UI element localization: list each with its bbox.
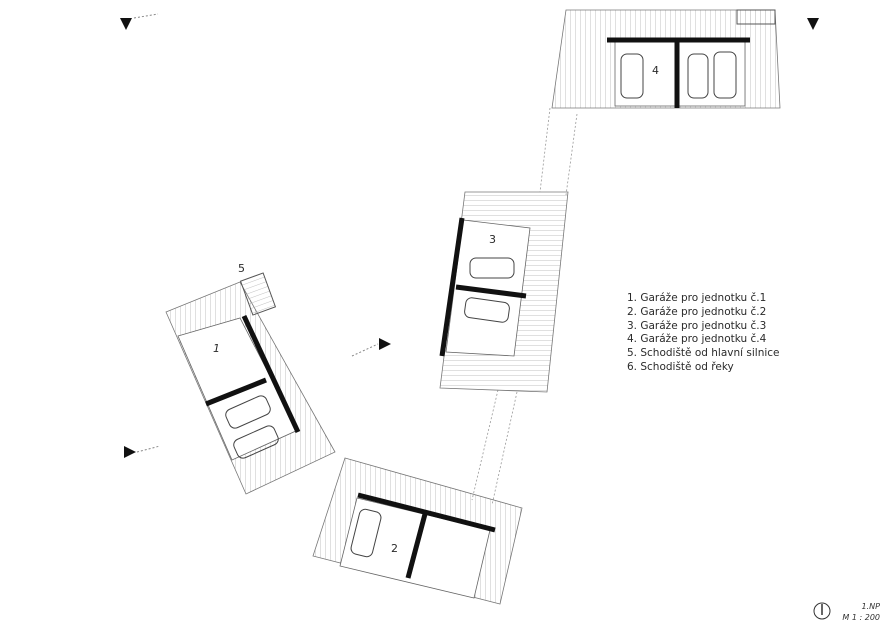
garage-unit-3: 3 xyxy=(439,191,569,393)
unit-1-label: 1 xyxy=(213,342,220,355)
legend: 1. Garáže pro jednotku č.1 2. Garáže pro… xyxy=(627,292,780,375)
unit-4-label: 4 xyxy=(652,64,659,77)
legend-item: 4. Garáže pro jednotku č.4 xyxy=(627,333,767,346)
garage-unit-4: 4 xyxy=(551,9,781,109)
legend-item: 2. Garáže pro jednotku č.2 xyxy=(627,305,767,318)
garage-unit-2: 2 xyxy=(312,457,523,605)
legend-item: 5. Schodiště od hlavní silnice xyxy=(627,347,780,360)
scale-note: 1.NP M 1 : 200 xyxy=(842,601,880,623)
garage-unit-1: 1 5 xyxy=(165,262,336,495)
legend-item: 3. Garáže pro jednotku č.3 xyxy=(627,319,767,332)
legend-item: 1. Garáže pro jednotku č.1 xyxy=(627,292,767,304)
legend-item: 6. Schodiště od řeky xyxy=(627,360,734,373)
paths xyxy=(471,107,578,506)
scale-label: M 1 : 200 xyxy=(842,613,880,622)
stair-5-label: 5 xyxy=(238,262,245,275)
floor-label: 1.NP xyxy=(861,602,880,611)
north-symbol-icon xyxy=(813,602,831,620)
unit-2-label: 2 xyxy=(391,542,398,555)
unit-3-label: 3 xyxy=(489,233,496,246)
section-arrows xyxy=(120,13,819,458)
